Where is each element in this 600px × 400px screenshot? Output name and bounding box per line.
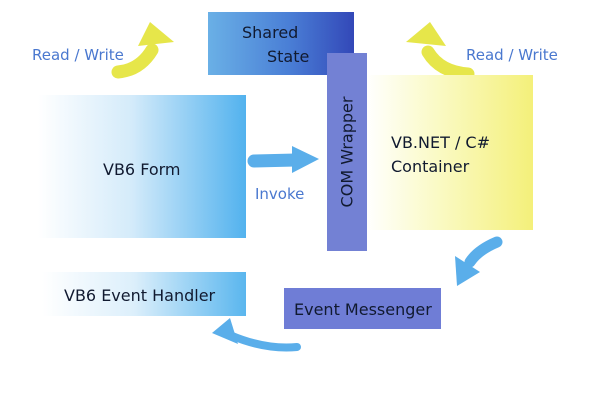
- read-write-left-arrow: [111, 22, 174, 79]
- vb6-event-handler-box: VB6 Event Handler: [42, 272, 246, 316]
- read-write-left-label: Read / Write: [32, 46, 124, 64]
- container-box: VB.NET / C# Container: [366, 75, 533, 230]
- messenger-to-handler-arrow: [212, 318, 301, 352]
- container-line1: VB.NET / C#: [391, 133, 490, 152]
- invoke-arrow: [247, 146, 319, 173]
- shared-state-line1: Shared: [242, 23, 299, 42]
- com-wrapper-box: COM Wrapper: [327, 53, 367, 251]
- event-messenger-label: Event Messenger: [294, 300, 432, 319]
- event-messenger-box: Event Messenger: [284, 288, 441, 329]
- vb6-form-label: VB6 Form: [103, 160, 181, 179]
- shared-state-line2: State: [267, 47, 310, 66]
- container-line2: Container: [391, 157, 470, 176]
- com-wrapper-label: COM Wrapper: [337, 96, 357, 208]
- read-write-right-arrow: [406, 22, 475, 81]
- read-write-right-label: Read / Write: [466, 46, 558, 64]
- invoke-label: Invoke: [255, 185, 305, 203]
- vb6-event-handler-label: VB6 Event Handler: [64, 286, 216, 305]
- container-to-messenger-arrow: [455, 236, 503, 286]
- vb6-form-box: VB6 Form: [38, 95, 246, 238]
